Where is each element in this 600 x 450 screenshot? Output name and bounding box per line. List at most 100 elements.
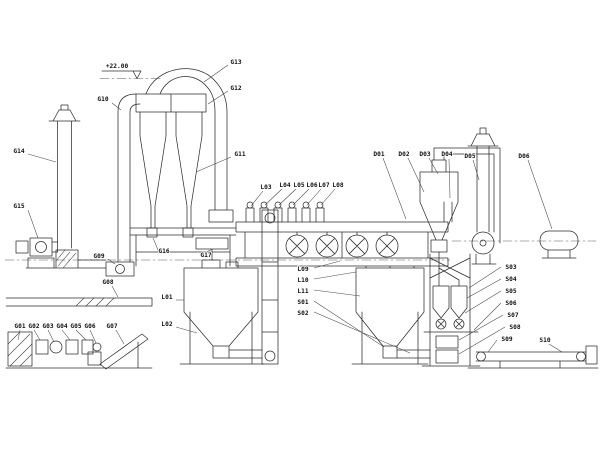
leader-line-L02 [175,326,198,334]
bucket-elevator [261,209,279,365]
id-fan [471,231,497,265]
rotary-valves [146,227,194,238]
leader-line-D06 [527,159,553,230]
equipment-label-G12: G12 [230,85,241,92]
leader-line-G15 [27,209,39,239]
leader-line-D02 [407,157,425,193]
elevation-marker [101,70,142,79]
exhaust-stack [48,104,81,253]
equipment-label-G16: G16 [158,248,169,255]
equipment-label-G17: G17 [200,252,211,259]
leader-line-L04 [264,188,283,206]
leader-line-L09 [313,260,341,269]
fuel-duct [5,297,153,307]
leader-line-L08 [320,188,336,206]
equipment-label-S10: S10 [539,337,550,344]
equipment-label-G01: G01 [14,323,25,330]
leader-line-G04 [61,329,71,341]
equipment-label-G03: G03 [42,323,53,330]
leader-line-G11 [195,156,232,173]
leader-line-S02 [313,311,411,354]
equipment-label-S04: S04 [505,276,516,283]
elevation-text: +22.00 [106,63,129,70]
leader-line-D04 [448,158,451,199]
leader-line-S04 [466,278,502,299]
cyclones [139,111,203,229]
equipment-label-G07: G07 [106,323,117,330]
leader-line-L07 [306,188,322,206]
equipment-label-L04: L04 [279,182,290,189]
equipment-label-G02: G02 [28,323,39,330]
leader-line-G06 [89,329,97,344]
equipment-label-G15: G15 [13,203,24,210]
equipment-label-L01: L01 [161,294,172,301]
product-cyclone [419,159,459,253]
exhaust-fan [15,237,58,257]
equipment-label-L10: L10 [297,277,308,284]
equipment-label-S07: S07 [507,312,518,319]
equipment-label-S01: S01 [297,299,308,306]
leader-line-S01 [313,300,385,348]
equipment-label-S05: S05 [505,288,516,295]
feed-blower [105,261,135,277]
equipment-label-L07: L07 [318,182,329,189]
collecting-conveyor [235,257,449,269]
equipment-label-S02: S02 [297,310,308,317]
equipment-label-G04: G04 [56,323,67,330]
packing-tower [421,251,481,367]
leader-line-S10 [548,343,563,353]
equipment-label-G10: G10 [97,96,108,103]
leader-line-G05 [75,329,87,341]
equipment-label-G09: G09 [93,253,104,260]
equipment-label-L11: L11 [297,288,308,295]
leader-line-L03 [250,190,264,207]
fuel-handling [5,331,153,370]
equipment-label-L09: L09 [297,266,308,273]
product-hopper-1 [179,259,265,365]
equipment-label-G08: G08 [102,279,113,286]
leader-line-S06 [473,302,502,331]
leader-line-G14 [27,153,57,163]
drying-column [117,93,141,263]
leader-line-G02 [33,329,41,341]
equipment-label-D04: D04 [441,151,452,158]
leader-line-S03 [468,266,502,289]
hot-gas-furnace [25,249,107,269]
equipment-label-D06: D06 [518,153,529,160]
equipment-label-S08: S08 [509,324,520,331]
equipment-label-D03: D03 [419,151,430,158]
leader-line-G13 [203,64,229,83]
leader-line-G10 [111,102,122,111]
equipment-label-D02: D02 [398,151,409,158]
equipment-label-L05: L05 [293,182,304,189]
equipment-label-S09: S09 [501,336,512,343]
equipment-label-G05: G05 [70,323,81,330]
bag-conveyor [467,345,599,369]
equipment-label-L08: L08 [332,182,343,189]
cyclone-inlet-manifold [135,93,207,113]
leader-line-L06 [292,188,310,206]
equipment-label-L02: L02 [161,321,172,328]
leader-line-S08 [458,326,506,355]
leader-line-G09 [107,258,116,265]
silencer [539,230,579,259]
collecting-screw [195,237,229,261]
leader-line-S09 [487,339,498,353]
centerlines [4,78,597,261]
leader-line-D05 [472,159,480,181]
equipment-label-L03: L03 [260,184,271,191]
equipment-label-G06: G06 [84,323,95,330]
feed-conveyor-beam [235,221,449,259]
equipment-label-D05: D05 [464,153,475,160]
leader-line-D03 [428,157,439,175]
leader-line-G12 [207,90,229,105]
equipment-label-S06: S06 [505,300,516,307]
leader-line-L05 [278,188,297,206]
leader-line-G17 [205,248,214,253]
exhaust-duct-right [433,147,501,244]
equipment-label-L06: L06 [306,182,317,189]
leader-line-G08 [111,285,119,298]
screw-feeders [245,201,325,223]
